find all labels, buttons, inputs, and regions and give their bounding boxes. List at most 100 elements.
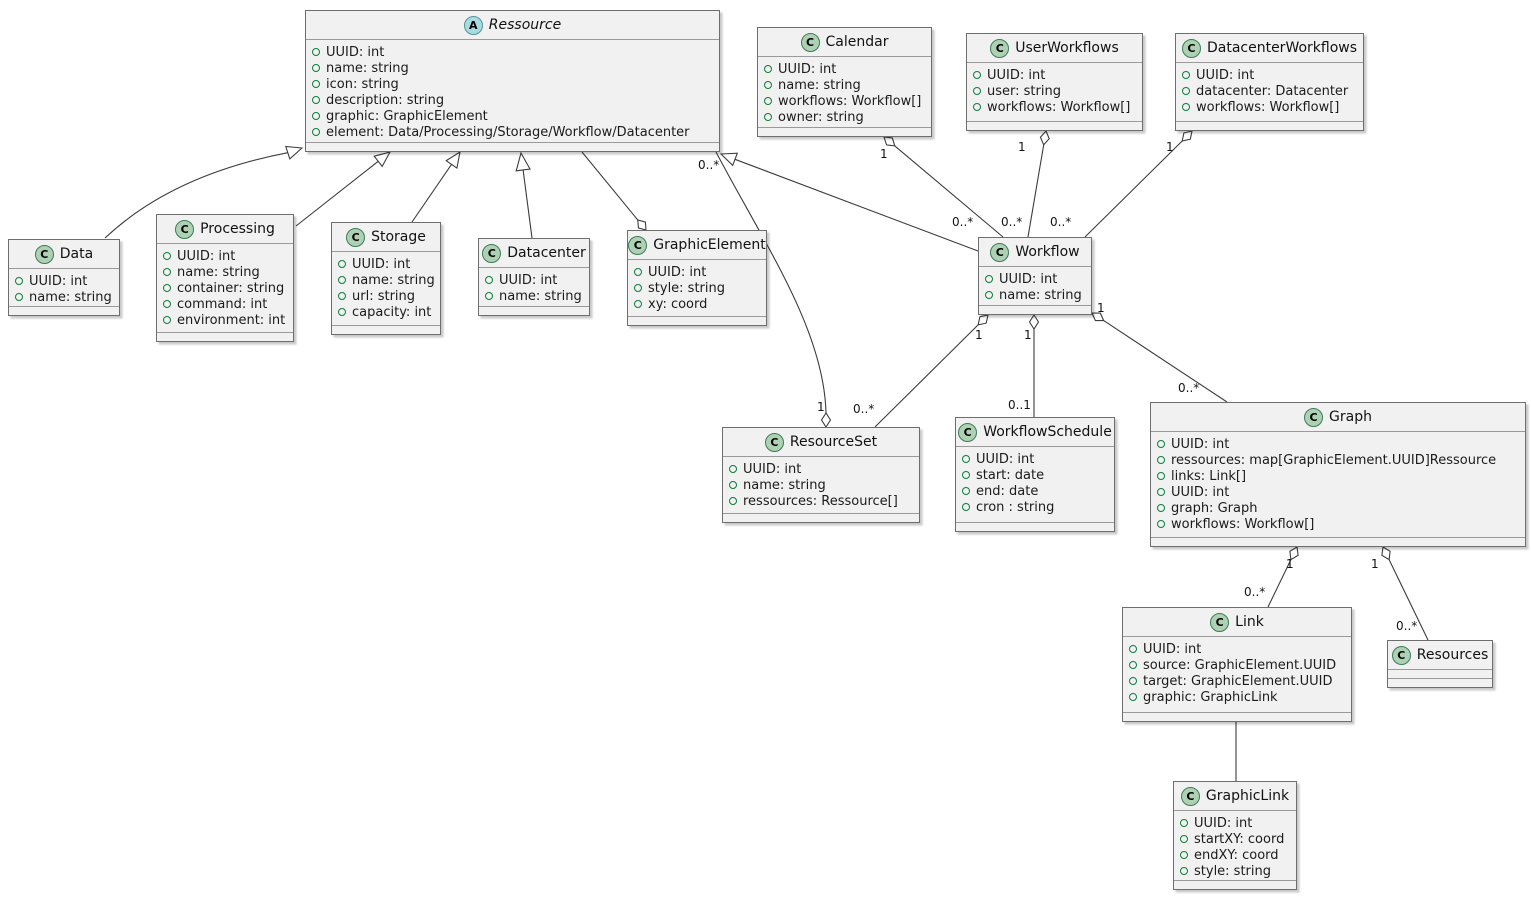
class-icon: C	[764, 432, 784, 452]
multiplicity-label: 1	[1371, 557, 1379, 571]
field-visibility-icon	[1180, 835, 1188, 843]
class-name: Data	[59, 246, 94, 262]
footer-compartment	[1151, 537, 1525, 546]
field-visibility-icon	[338, 308, 346, 316]
multiplicity-label: 1	[1024, 328, 1032, 342]
footer-compartment	[628, 316, 766, 325]
attribute-text: workflows: Workflow[]	[1171, 516, 1315, 532]
class-name: Link	[1235, 614, 1264, 630]
attribute-text: startXY: coord	[1194, 831, 1285, 847]
attribute-text: user: string	[987, 83, 1061, 99]
field-visibility-icon	[1180, 851, 1188, 859]
attribute-row: icon: string	[312, 76, 713, 92]
footer-compartment	[1174, 880, 1296, 889]
attribute-row: name: string	[985, 287, 1085, 303]
field-visibility-icon	[1182, 103, 1190, 111]
aggregation-diamond-icon	[1028, 313, 1040, 331]
multiplicity-label: 1	[817, 400, 825, 414]
attribute-row: start: date	[962, 467, 1108, 483]
field-visibility-icon	[729, 481, 737, 489]
multiplicity-label: 0..*	[1396, 619, 1418, 633]
field-visibility-icon	[163, 316, 171, 324]
attribute-text: name: string	[29, 289, 112, 305]
field-visibility-icon	[1157, 440, 1165, 448]
field-visibility-icon	[312, 80, 320, 88]
attribute-text: container: string	[177, 280, 285, 296]
attribute-row: style: string	[634, 280, 760, 296]
edge-line	[1027, 144, 1045, 238]
attribute-text: UUID: int	[778, 61, 837, 77]
attribute-text: graph: Graph	[1171, 500, 1258, 516]
field-visibility-icon	[1157, 504, 1165, 512]
class-name: Datacenter	[507, 245, 586, 261]
class-icon: C	[1304, 407, 1324, 427]
class-header: C DatacenterWorkflows	[1176, 34, 1363, 63]
attribute-row: source: GraphicElement.UUID	[1129, 657, 1345, 673]
class-name: Resources	[1416, 647, 1489, 663]
field-visibility-icon	[1180, 867, 1188, 875]
edge-line	[1084, 140, 1183, 238]
multiplicity-label: 0..*	[698, 158, 720, 172]
field-visibility-icon	[338, 292, 346, 300]
attribute-text: ressources: map[GraphicElement.UUID]Ress…	[1171, 452, 1497, 468]
field-visibility-icon	[985, 275, 993, 283]
field-visibility-icon	[163, 252, 171, 260]
footer-compartment	[758, 127, 931, 136]
attribute-text: style: string	[1194, 863, 1272, 879]
attribute-row: UUID: int	[485, 272, 583, 288]
attribute-row: cron : string	[962, 499, 1108, 515]
edge-calendar-workflow	[883, 136, 1004, 238]
attribute-row: UUID: int	[163, 248, 287, 264]
field-visibility-icon	[338, 260, 346, 268]
edge-workflow-graph	[1091, 312, 1228, 403]
edge-graph-link	[1267, 546, 1299, 608]
footer-compartment	[1176, 121, 1363, 130]
attribute-text: UUID: int	[1194, 815, 1253, 831]
field-visibility-icon	[312, 112, 320, 120]
field-visibility-icon	[962, 471, 970, 479]
field-visibility-icon	[1129, 693, 1137, 701]
attribute-row: description: string	[312, 92, 713, 108]
footer-compartment	[723, 513, 919, 522]
class-header: A Ressource	[306, 11, 719, 40]
field-visibility-icon	[634, 268, 642, 276]
class-header: C Data	[9, 240, 119, 269]
attribute-text: UUID: int	[326, 44, 385, 60]
edge-line	[1103, 320, 1228, 403]
attribute-row: endXY: coord	[1180, 847, 1290, 863]
attribute-row: end: date	[962, 483, 1108, 499]
field-visibility-icon	[962, 455, 970, 463]
attribute-row: graphic: GraphicElement	[312, 108, 713, 124]
edge-line	[522, 169, 533, 239]
attribute-text: start: date	[976, 467, 1045, 483]
aggregation-diamond-icon	[883, 136, 896, 147]
inheritance-triangle-icon	[719, 152, 739, 167]
attribute-text: environment: int	[177, 312, 286, 328]
field-visibility-icon	[973, 71, 981, 79]
edge-datacenterworkflows-workflow	[1084, 130, 1193, 238]
class-icon: C	[800, 32, 820, 52]
field-visibility-icon	[764, 65, 772, 73]
edge-datacenter-extends-ressource	[515, 151, 533, 239]
attribute-text: element: Data/Processing/Storage/Workflo…	[326, 124, 690, 140]
footer-compartment	[157, 332, 293, 341]
attribute-text: workflows: Workflow[]	[1196, 99, 1340, 115]
edge-line	[874, 324, 979, 428]
attribute-row: UUID: int	[764, 61, 925, 77]
edge-ressource-graphicelement	[581, 151, 647, 231]
attribute-row: UUID: int	[729, 461, 913, 477]
attribute-row: command: int	[163, 296, 287, 312]
attribute-row: ressources: Ressource[]	[729, 493, 913, 509]
multiplicity-label: 1	[1166, 140, 1174, 154]
edge-storage-extends-ressource	[411, 150, 461, 223]
